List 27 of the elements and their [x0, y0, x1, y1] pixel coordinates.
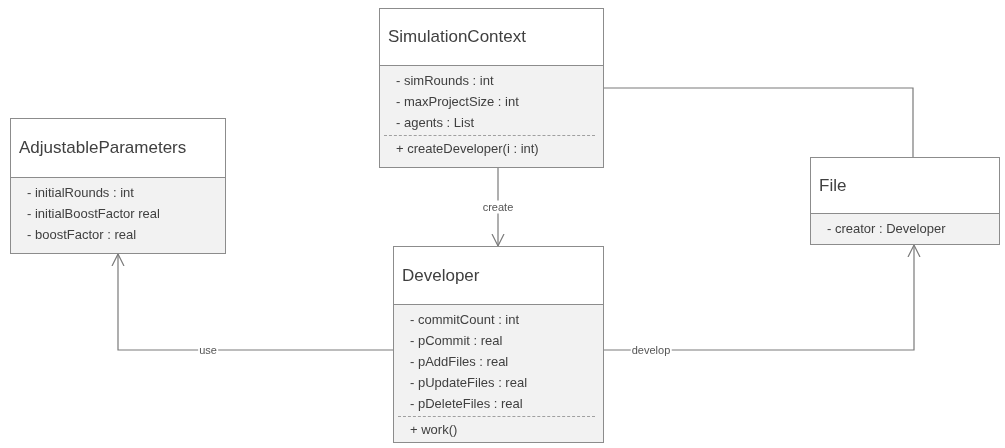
class-name: SimulationContext — [388, 26, 526, 49]
class-attribute: - creator : Developer — [827, 220, 946, 238]
class-attribute: - pDeleteFiles : real — [410, 395, 523, 413]
class-attribute: - maxProjectSize : int — [396, 93, 519, 111]
class-attribute: - simRounds : int — [396, 72, 494, 90]
class-attribute: - pUpdateFiles : real — [410, 374, 528, 392]
edge-label: develop — [630, 343, 672, 357]
class-attribute: - initialBoostFactor real — [27, 205, 160, 223]
association-arrow — [603, 244, 921, 351]
class-box — [379, 8, 604, 168]
association-line — [603, 87, 914, 158]
class-attribute: - pAddFiles : real — [410, 353, 509, 371]
class-box — [10, 118, 226, 254]
class-box — [393, 246, 604, 443]
class-name: AdjustableParameters — [19, 137, 187, 160]
association-arrow — [111, 253, 394, 351]
class-attribute: - initialRounds : int — [27, 184, 134, 202]
class-operation: + work() — [410, 421, 458, 439]
class-attribute: - boostFactor : real — [27, 226, 137, 244]
class-attribute: - pCommit : real — [410, 332, 503, 350]
class-attribute: - agents : List — [396, 114, 475, 132]
class-name: File — [819, 174, 847, 197]
class-operation: + createDeveloper(i : int) — [396, 140, 539, 158]
class-box — [810, 157, 1000, 245]
class-name: Developer — [402, 264, 480, 287]
edge-label: create — [481, 200, 515, 214]
class-attribute: - commitCount : int — [410, 311, 520, 329]
